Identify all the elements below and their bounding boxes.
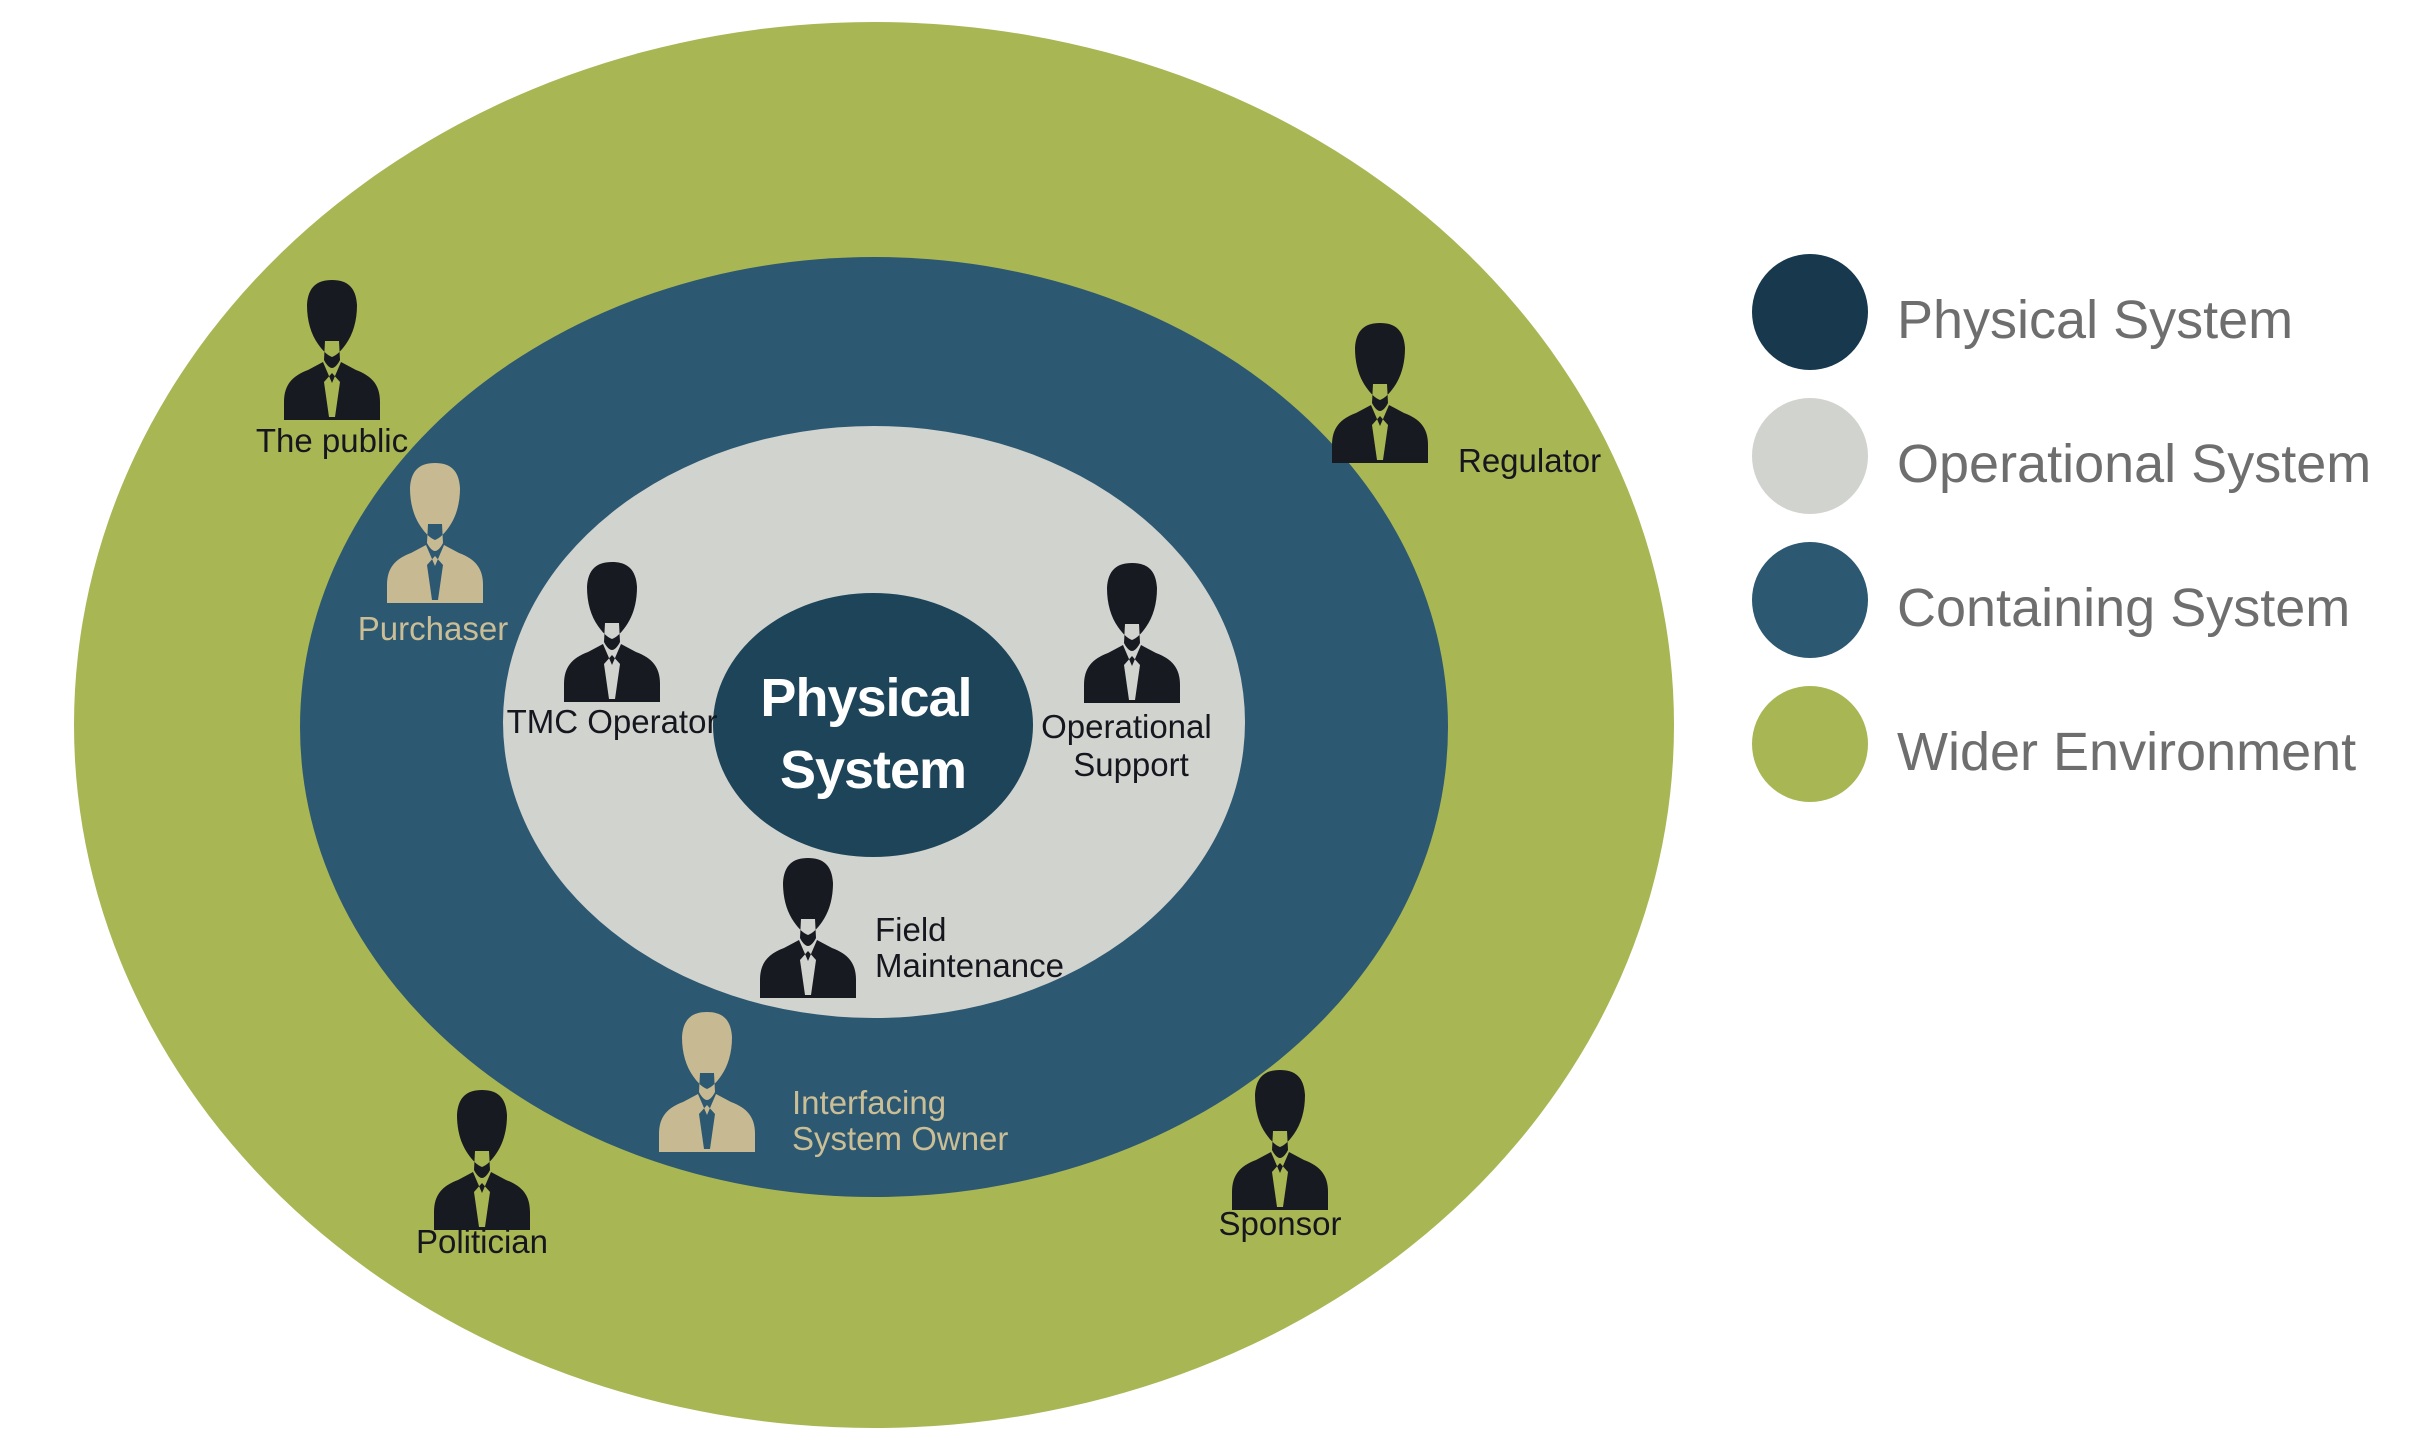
regulator-label: Regulator (1458, 442, 1601, 479)
physical-system-center-label-line2: System (780, 740, 966, 800)
field-maintenance-label-line2: Maintenance (875, 947, 1064, 984)
interfacing-system-owner-label-line2: System Owner (792, 1120, 1008, 1157)
legend-item-operational-system: Operational System (1752, 398, 2371, 514)
legend-label-physical-system: Physical System (1897, 290, 2293, 350)
physical-system-center-label: Physical System (760, 668, 985, 800)
legend-label-wider-environment: Wider Environment (1897, 722, 2356, 782)
politician-label: Politician (416, 1223, 548, 1260)
field-maintenance-label-line1: Field (875, 911, 947, 948)
legend-item-wider-environment: Wider Environment (1752, 686, 2356, 802)
interfacing-system-owner-label: Interfacing System Owner (792, 1084, 1008, 1157)
physical-system-center-label-line1: Physical (760, 668, 971, 728)
legend-swatch-containing-system (1752, 542, 1868, 658)
legend-swatch-wider-environment (1752, 686, 1868, 802)
ring-physical-system (713, 593, 1033, 857)
operational-support-label-line2: Support (1073, 746, 1189, 783)
legend-label-containing-system: Containing System (1897, 578, 2350, 638)
purchaser-label: Purchaser (358, 610, 508, 647)
legend-label-operational-system: Operational System (1897, 434, 2371, 494)
legend-swatch-operational-system (1752, 398, 1868, 514)
operational-support-label-line1: Operational (1041, 708, 1212, 745)
operational-support-label: Operational Support (1041, 708, 1221, 783)
the-public-label: The public (256, 422, 408, 459)
tmc-operator-label: TMC Operator (507, 703, 718, 740)
field-maintenance-label: Field Maintenance (875, 911, 1064, 984)
legend: Physical System Operational System Conta… (1752, 254, 2371, 802)
legend-swatch-physical-system (1752, 254, 1868, 370)
legend-item-physical-system: Physical System (1752, 254, 2293, 370)
sponsor-label: Sponsor (1219, 1205, 1342, 1242)
interfacing-system-owner-label-line1: Interfacing (792, 1084, 946, 1121)
legend-item-containing-system: Containing System (1752, 542, 2350, 658)
